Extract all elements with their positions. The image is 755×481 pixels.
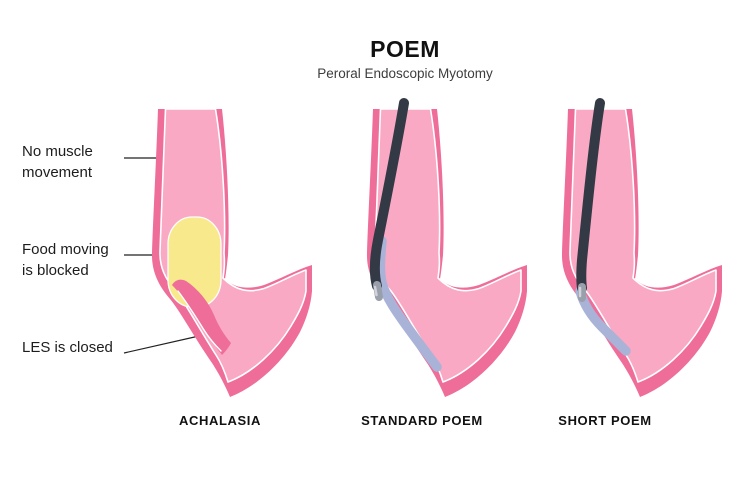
les-pinch-line [177, 290, 222, 352]
annotation-les-closed: LES is closed [22, 337, 113, 358]
esophagus-stomach [561, 98, 722, 397]
annotation-food-blocked: Food moving is blocked [22, 239, 109, 281]
les-closed-region [172, 279, 231, 355]
annotation-text: LES is closed [22, 339, 113, 356]
panel-label-short-poem: SHORT POEM [558, 413, 652, 428]
panel-short-poem-illustration [561, 98, 722, 397]
panel-label-achalasia: ACHALASIA [179, 413, 261, 428]
endoscope [576, 98, 605, 293]
annotation-text: is blocked [22, 262, 89, 279]
annotation-text: movement [22, 164, 93, 181]
annotation-no-muscle-movement: No muscle movement [22, 141, 93, 183]
panel-standard-poem-illustration [366, 98, 527, 397]
submucosal-tunnel [375, 236, 442, 372]
annotation-text: No muscle [22, 143, 93, 160]
endoscope-tip-highlight [373, 285, 378, 297]
annotation-text: Food moving [22, 241, 109, 258]
esophagus-stomach [366, 98, 527, 397]
esophagus-stomach [151, 108, 312, 397]
endoscope [369, 98, 409, 291]
submucosal-tunnel [575, 286, 631, 356]
endoscope-tip [373, 281, 383, 301]
panel-achalasia-illustration [151, 108, 312, 397]
panel-label-standard-poem: STANDARD POEM [361, 413, 483, 428]
page-title: POEM [370, 36, 440, 62]
page-subtitle: Peroral Endoscopic Myotomy [317, 66, 493, 81]
esophagus-lumen [569, 108, 717, 383]
